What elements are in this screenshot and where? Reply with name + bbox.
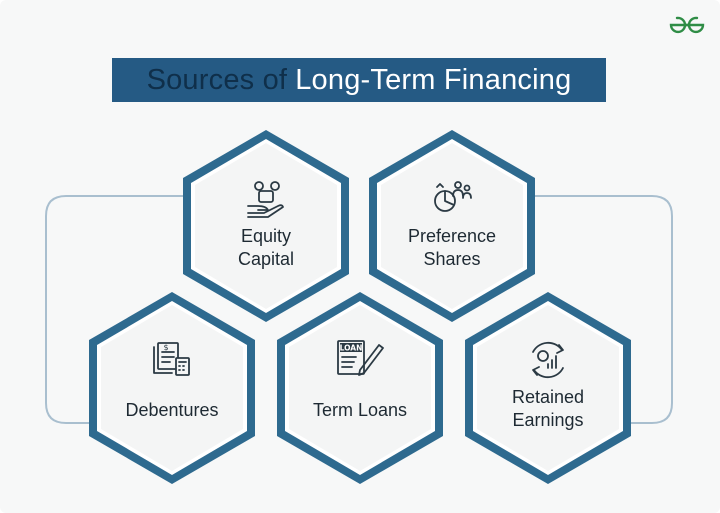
- hexagon-equity-capital: [183, 130, 349, 322]
- label-term-loans: Term Loans: [312, 400, 408, 420]
- hand-money-icon: [247, 181, 284, 218]
- title-part-sources-of: Sources of: [146, 63, 288, 96]
- hexagon-retained-earnings: [465, 292, 631, 484]
- cycle-chart-icon: [532, 341, 564, 379]
- hexagon-preference-shares: [369, 130, 535, 322]
- gfg-logo-icon: [669, 16, 705, 34]
- label-retained-earnings: Retained Earnings: [511, 387, 585, 430]
- hexagon-term-loans: [277, 292, 443, 484]
- loan-document-icon: LOAN: [337, 340, 384, 376]
- svg-text:$: $: [163, 343, 168, 352]
- right-connector-line: [534, 195, 673, 424]
- pie-people-icon: [434, 181, 472, 212]
- title-part-long-term-financing: Long-Term Financing: [295, 63, 572, 96]
- title-banner: Sources of Long-Term Financing: [112, 58, 606, 102]
- left-connector-line: [45, 195, 184, 424]
- label-equity-capital: Equity Capital: [237, 226, 295, 269]
- document-calculator-icon: $: [153, 342, 190, 376]
- hexagon-debentures: [89, 292, 255, 484]
- label-debentures: Debentures: [125, 400, 219, 420]
- label-preference-shares: Preference Shares: [407, 226, 497, 269]
- svg-text:LOAN: LOAN: [340, 344, 363, 353]
